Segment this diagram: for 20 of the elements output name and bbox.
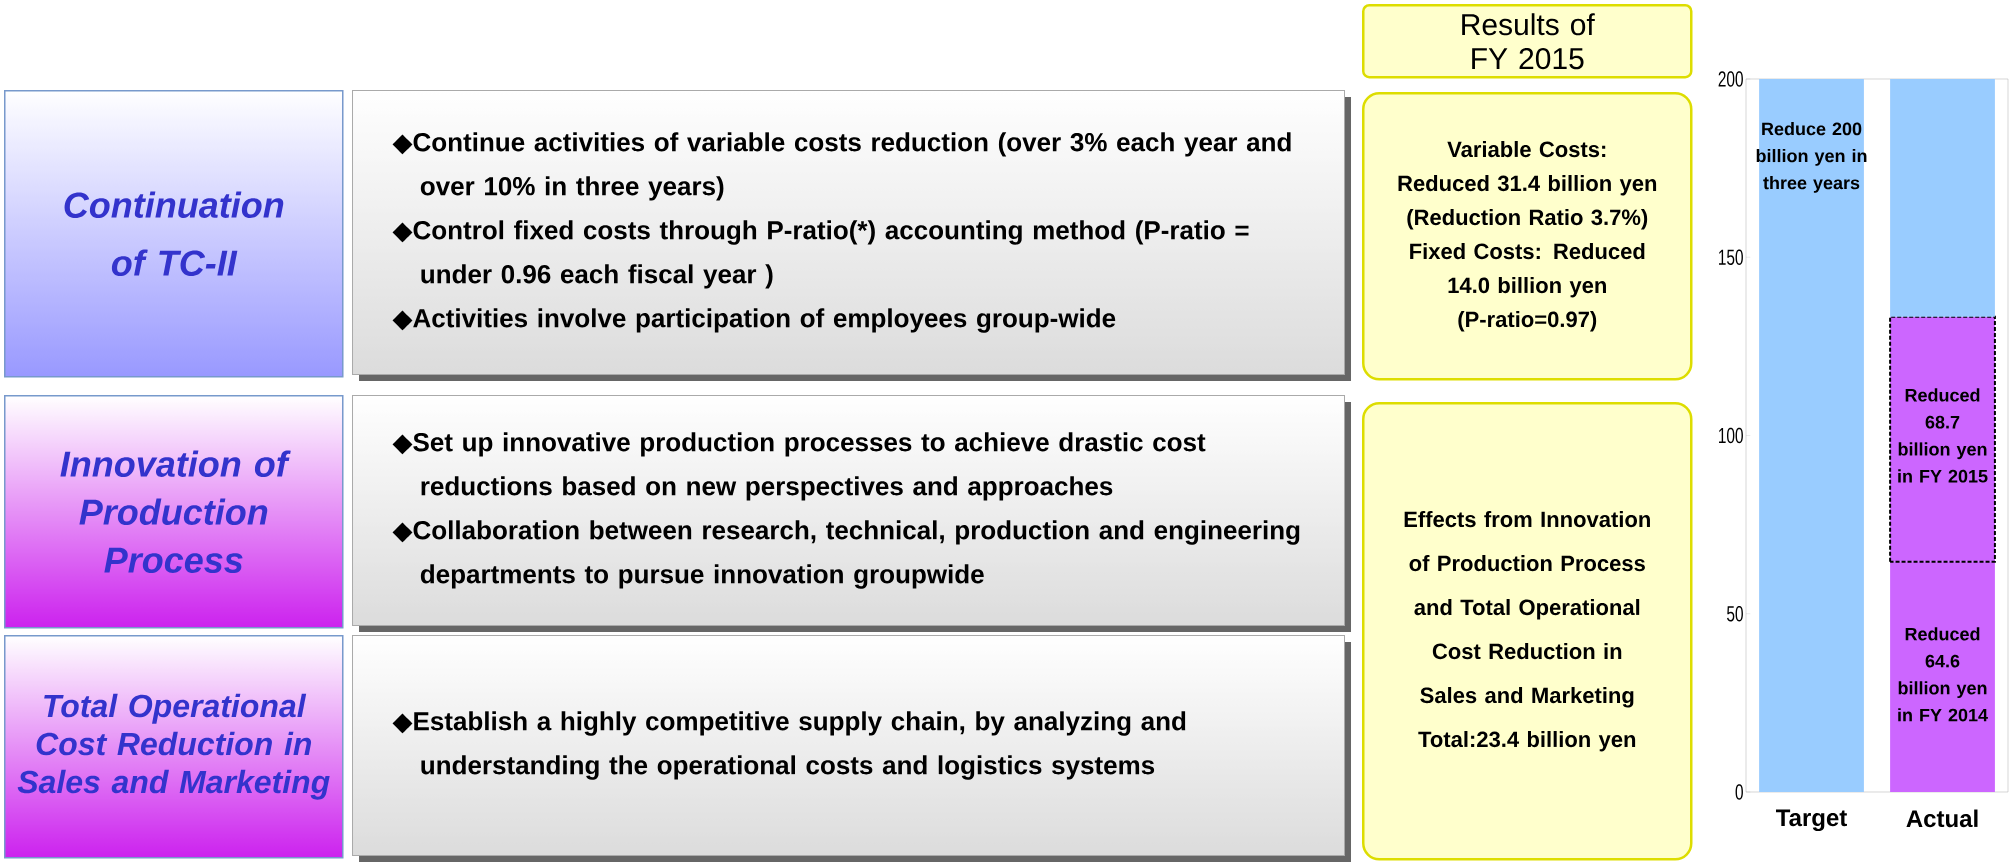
text-panel: ◆Continue activities of variable costs reduction (over 3% each year and over 10% in three years) ◆Control fixed costs through P-ratio(*) accounting method (P-ratio = under 0.96 each fiscal year ) ◆Activities involve participation of employees group-wide <box>352 90 1351 381</box>
text-panel: ◆Establish a highly competitive supply chain, by analyzing and understanding the operational costs and logistics systems <box>352 635 1351 862</box>
y-tick-label: 150 <box>1719 249 1743 266</box>
category-box: Innovation of Production Process <box>4 395 344 629</box>
x-tick-label: Actual <box>1906 809 1978 828</box>
annotation: Reduce 200 billion yen in three years <box>1756 122 1867 193</box>
x-tick-label: Target <box>1775 809 1847 832</box>
header-box: Results of FY 2015 <box>1362 4 1693 79</box>
result-box: Variable Costs: Reduced 31.4 billion yen (Reduction Ratio 3.7%) Fixed Costs: Reduced 14.0 billion yen (P-ratio=0.97) <box>1362 92 1693 381</box>
y-tick-label: 50 <box>1727 605 1743 622</box>
text-panel: ◆Set up innovative production processes to achieve drastic cost reductions based on new perspectives and approaches ◆Collaboration between research, technical, production and engineering departments to pursue innovation groupwide <box>352 395 1351 632</box>
category-box: Total Operational Cost Reduction in Sales and Marketing <box>4 635 344 859</box>
annotation: Reduced 64.6 billion yen in FY 2014 <box>1898 627 1988 722</box>
y-tick-label: 100 <box>1719 427 1743 444</box>
category-box: Continuation of TC-II <box>4 90 344 378</box>
result-box: Effects from Innovation of Production Process and Total Operational Cost Reduction in Sales and Marketing Total:23.4 billion yen <box>1362 402 1693 861</box>
annotation: Reduced 68.7 billion yen in FY 2015 <box>1898 388 1988 483</box>
y-tick-label: 200 <box>1718 71 1743 87</box>
bar <box>1890 78 1995 317</box>
y-tick-label: 0 <box>1735 784 1743 800</box>
